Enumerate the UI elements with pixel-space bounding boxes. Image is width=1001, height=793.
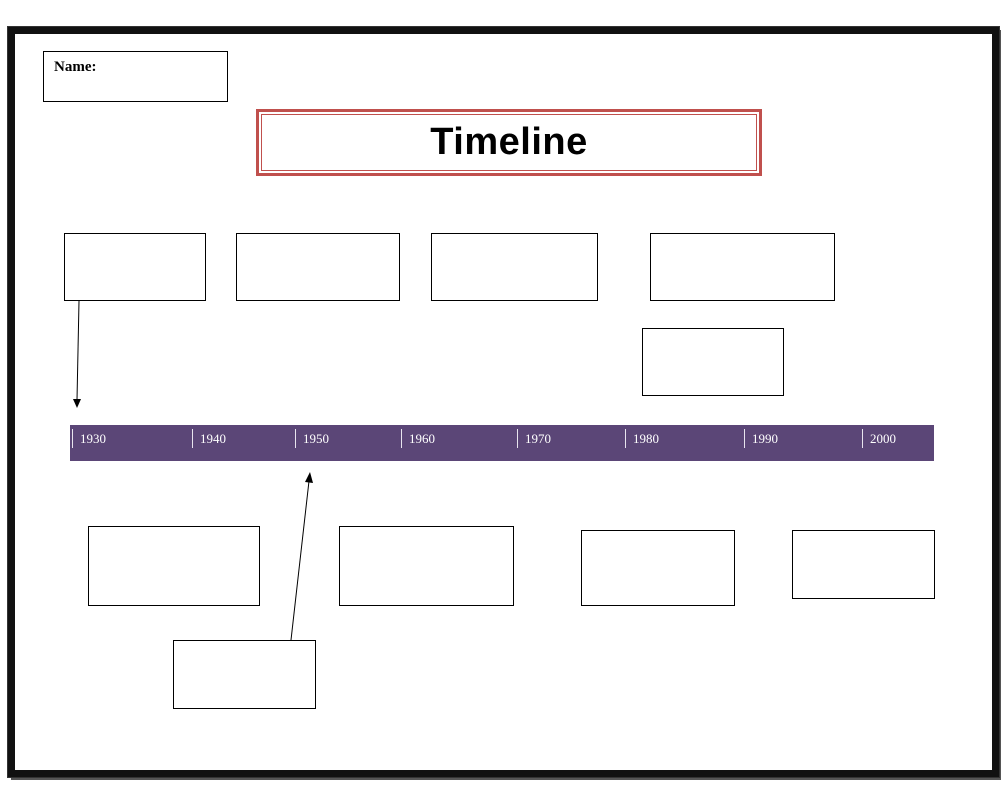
year-label-1960: 1960 [401, 429, 435, 448]
event-box-top-1[interactable] [64, 233, 206, 301]
timeline-bar: 1930 1940 1950 1960 1970 1980 1990 2000 [70, 425, 934, 461]
year-label-1930: 1930 [72, 429, 106, 448]
event-box-top-5[interactable] [642, 328, 784, 396]
event-box-bottom-3[interactable] [581, 530, 735, 606]
event-box-bottom-5[interactable] [173, 640, 316, 709]
year-label-1990: 1990 [744, 429, 778, 448]
event-box-bottom-2[interactable] [339, 526, 514, 606]
year-label-1970: 1970 [517, 429, 551, 448]
page-title: Timeline [430, 121, 588, 163]
year-label-1980: 1980 [625, 429, 659, 448]
event-box-bottom-4[interactable] [792, 530, 935, 599]
event-box-top-4[interactable] [650, 233, 835, 301]
year-label-2000: 2000 [862, 429, 896, 448]
title-inner-frame: Timeline [261, 114, 757, 171]
event-box-bottom-1[interactable] [88, 526, 260, 606]
year-label-1940: 1940 [192, 429, 226, 448]
year-label-1950: 1950 [295, 429, 329, 448]
event-box-top-3[interactable] [431, 233, 598, 301]
name-label: Name: [54, 59, 97, 75]
name-field[interactable]: Name: [43, 51, 228, 102]
event-box-top-2[interactable] [236, 233, 400, 301]
title-frame: Timeline [256, 109, 762, 176]
